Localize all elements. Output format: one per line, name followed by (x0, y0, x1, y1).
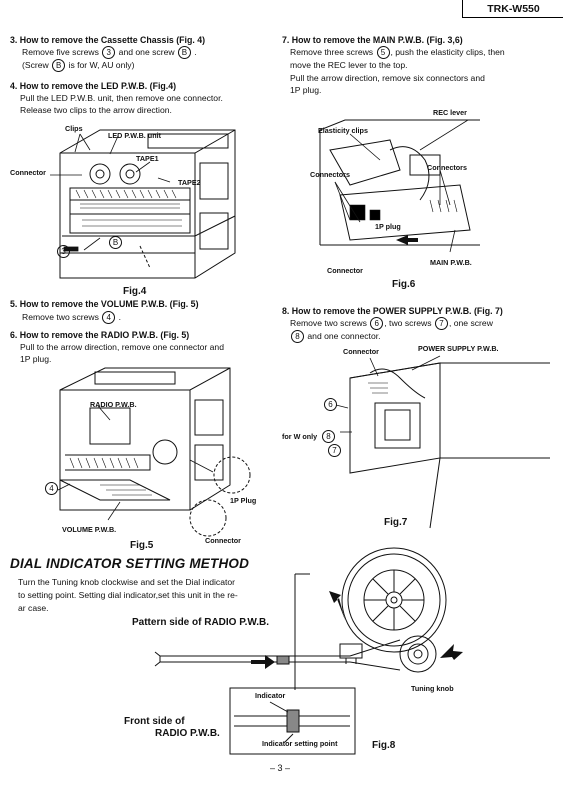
fig8-drawing (154, 547, 463, 755)
fig5-caption: Fig.5 (130, 540, 154, 551)
dial-front-label-1: Front side of (124, 716, 185, 727)
section-8-line1: Remove two screws 6, two screws 7, one s… (290, 317, 493, 331)
section-3-text-c: (Screw (22, 60, 49, 70)
section-3-line1: Remove five screws 3 and one screw B . (22, 46, 197, 60)
fig7-label-connector: Connector (343, 347, 379, 356)
fig6-label-clips: Elasticity clips (318, 126, 368, 135)
fig4-caption: Fig.4 (123, 286, 147, 297)
fig4-label-tape1: TAPE1 (136, 154, 159, 163)
fig4-screw-b: B (109, 236, 122, 249)
section-7-line1: Remove three screws 5, push the elastici… (290, 46, 505, 60)
section-7-line4: 1P plug. (290, 85, 322, 95)
fig7-screw-8: 8 (322, 430, 335, 443)
section-7-text-b: , push the elasticity clips, then (390, 47, 505, 57)
dial-setting-label: Indicator setting point (262, 739, 338, 748)
section-7-text-a: Remove three screws (290, 47, 374, 57)
section-3-title: 3. How to remove the Cassette Chassis (F… (10, 35, 206, 45)
section-5-text: Remove two screws (22, 312, 99, 322)
dial-line3: ar case. (18, 603, 49, 613)
fig6-label-main: MAIN P.W.B. (430, 258, 472, 267)
screw-ref-8: 8 (291, 330, 304, 344)
screw-ref-b2: B (52, 59, 66, 73)
section-8-text-c: , one screw (448, 318, 493, 328)
section-6-title: 6. How to remove the RADIO P.W.B. (Fig. … (10, 330, 190, 340)
section-7-line3: Pull the arrow direction, remove six con… (290, 73, 485, 83)
fig7-label-forw: for W only (282, 432, 318, 441)
fig6-label-plug: 1P plug (375, 222, 401, 231)
model-number: TRK-W550 (462, 0, 563, 18)
section-8-text-d: and one connector. (307, 331, 381, 341)
fig6-drawing (319, 119, 480, 253)
section-8-line2: 8 and one connector. (290, 330, 381, 344)
screw-ref-4: 4 (102, 311, 116, 325)
dial-title: DIAL INDICATOR SETTING METHOD (10, 556, 250, 571)
fig4-drawing (50, 129, 236, 279)
section-6-line2: 1P plug. (20, 354, 52, 364)
fig5-drawing (57, 367, 251, 537)
fig6-caption: Fig.6 (392, 279, 416, 290)
section-6-line1: Pull to the arrow direction, remove one … (20, 342, 224, 352)
section-4-line1: Pull the LED P.W.B. unit, then remove on… (20, 93, 223, 103)
fig4-label-connector: Connector (10, 168, 46, 177)
screw-ref-6: 6 (370, 317, 384, 331)
section-3-line2: (Screw B is for W, AU only) (22, 59, 135, 73)
fig7-screw-6: 6 (324, 398, 337, 411)
dial-knob-label: Tuning knob (411, 684, 454, 693)
section-3-text-a: Remove five screws (22, 47, 99, 57)
section-4-title: 4. How to remove the LED P.W.B. (Fig.4) (10, 81, 177, 91)
fig8-caption: Fig.8 (372, 740, 396, 751)
section-8-title: 8. How to remove the POWER SUPPLY P.W.B.… (282, 306, 503, 316)
fig5-label-connector: Connector (205, 536, 241, 545)
fig4-label-tape2: TAPE2 (178, 178, 201, 187)
dial-line2: to setting point. Setting dial indicator… (18, 590, 238, 600)
fig5-label-plug: 1P Plug (230, 496, 257, 505)
page-number: – 3 – (270, 763, 291, 773)
section-5-line1: Remove two screws 4 . (22, 311, 122, 325)
dial-indicator-label: Indicator (255, 691, 286, 700)
fig4-screw-3: 3 (57, 245, 70, 258)
screw-ref-3: 3 (102, 46, 116, 60)
dial-line1: Turn the Tuning knob clockwise and set t… (18, 577, 236, 587)
fig6-label-connectors-left: Connectors (310, 170, 350, 179)
screw-ref-5: 5 (376, 46, 390, 60)
fig6-label-connectors-right: Connectors (427, 163, 467, 172)
section-7-title: 7. How to remove the MAIN P.W.B. (Fig. 3… (282, 35, 463, 45)
fig7-caption: Fig.7 (384, 517, 408, 528)
fig5-screw-4: 4 (45, 482, 58, 495)
section-8-text-b: , two screws (384, 318, 432, 328)
fig7-drawing (335, 355, 550, 529)
fig4-label-led: LED P.W.B. unit (108, 131, 161, 140)
section-8-text-a: Remove two screws (290, 318, 367, 328)
fig4-label-clips: Clips (65, 124, 83, 133)
screw-ref-7: 7 (434, 317, 448, 331)
fig5-label-volume: VOLUME P.W.B. (62, 525, 117, 534)
fig7-label-power: POWER SUPPLY P.W.B. (418, 344, 499, 353)
fig5-label-radio: RADIO P.W.B. (90, 400, 137, 409)
dial-front-label-2: RADIO P.W.B. (155, 728, 220, 739)
fig6-label-rec: REC lever (433, 108, 467, 117)
screw-ref-b: B (177, 46, 191, 60)
section-3-text-b: and one screw (118, 47, 175, 57)
section-5-title: 5. How to remove the VOLUME P.W.B. (Fig.… (10, 299, 199, 309)
section-3-text-d: is for W, AU only) (68, 60, 135, 70)
fig7-screw-7: 7 (328, 444, 341, 457)
fig6-label-connector: Connector (327, 266, 363, 275)
dial-pattern-label: Pattern side of RADIO P.W.B. (132, 617, 270, 628)
section-7-line2: move the REC lever to the top. (290, 60, 408, 70)
section-4-line2: Release two clips to the arrow direction… (20, 105, 172, 115)
